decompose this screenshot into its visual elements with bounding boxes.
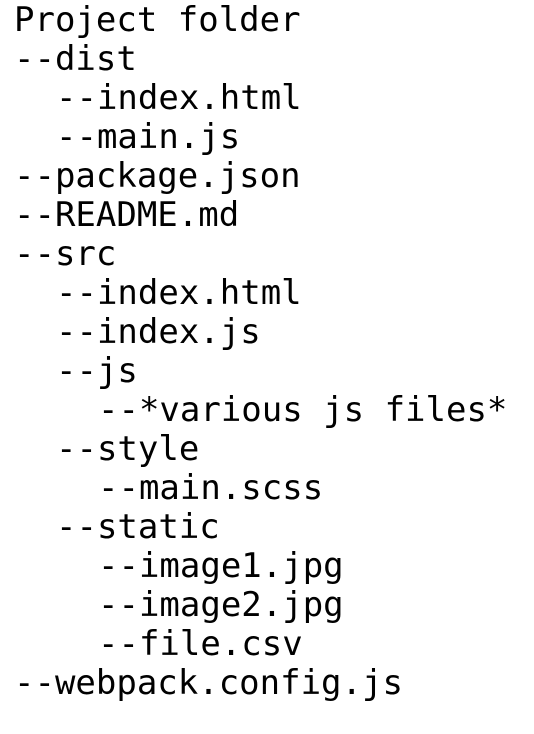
tree-item-image2-jpg: --image2.jpg [98,585,344,625]
tree-root-label: Project folder [14,0,301,40]
tree-item-image1-jpg: --image1.jpg [98,546,344,586]
tree-item-main-scss: --main.scss [98,468,324,508]
tree-item-src-static: --static [56,507,220,547]
tree-item-webpack-config: --webpack.config.js [14,663,403,703]
tree-item-src-style: --style [56,429,200,469]
tree-item-dist: --dist [14,39,137,79]
tree-item-file-csv: --file.csv [98,624,303,664]
tree-item-readme: --README.md [14,195,240,235]
tree-item-dist-index-html: --index.html [56,78,302,118]
tree-item-various-js-files: --*various js files* [98,390,508,430]
tree-item-src-index-js: --index.js [56,312,261,352]
tree-item-src: --src [14,234,117,274]
tree-item-src-index-html: --index.html [56,273,302,313]
tree-item-package-json: --package.json [14,156,301,196]
tree-item-src-js: --js [56,351,138,391]
tree-item-dist-main-js: --main.js [56,117,241,157]
